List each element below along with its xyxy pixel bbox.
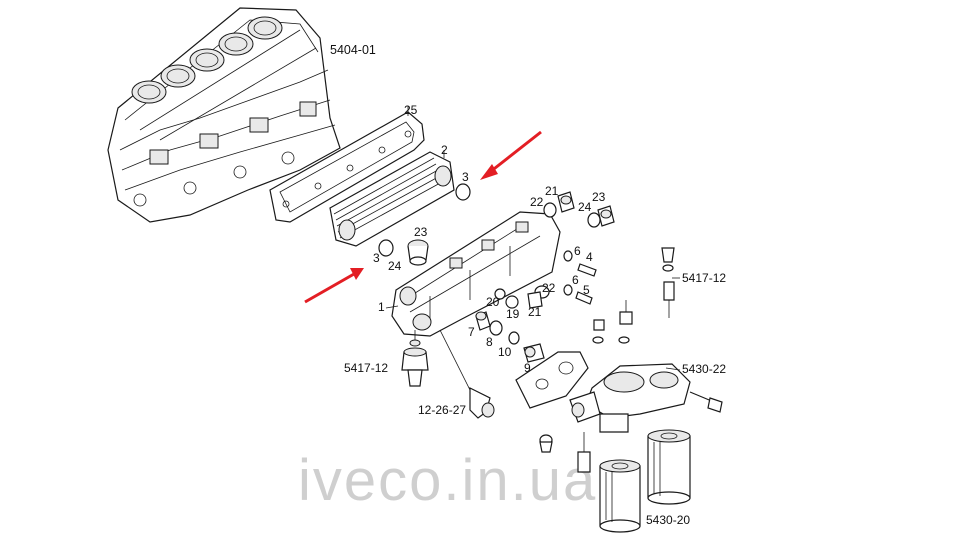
part-9 xyxy=(523,343,545,363)
sensor-right xyxy=(661,247,675,318)
gasket xyxy=(269,111,425,223)
part-10 xyxy=(508,331,520,345)
part-20 xyxy=(494,288,506,300)
callout-oring-top: 3 xyxy=(462,170,469,184)
bolt-long xyxy=(439,329,495,419)
sensor-left xyxy=(401,339,429,387)
callout-gasket: 25 xyxy=(404,103,418,117)
part-19 xyxy=(505,295,519,309)
head-bolt xyxy=(689,391,723,413)
callout-washer-24b: 24 xyxy=(388,259,402,273)
callout-plug-21a: 21 xyxy=(545,184,559,198)
callout-housing: 1 xyxy=(378,300,385,314)
callout-bolt-5: 5 xyxy=(583,283,590,297)
part-8 xyxy=(489,320,503,336)
callout-plug-21b: 21 xyxy=(528,305,542,319)
filter-head xyxy=(569,363,691,433)
watermark: iveco.in.ua xyxy=(298,448,597,513)
oil-cooler xyxy=(329,151,455,247)
callout-part-10: 10 xyxy=(498,345,512,359)
plug-21a xyxy=(557,191,575,213)
callout-washer-24a: 24 xyxy=(578,200,592,214)
engine-block xyxy=(107,7,341,223)
oring-top xyxy=(455,183,471,201)
callout-bolt-6b: 6 xyxy=(572,273,579,287)
oil-filter-2 xyxy=(647,429,691,505)
arrow-bottom xyxy=(304,268,364,304)
callout-cooler: 2 xyxy=(441,143,448,157)
callout-plug-23b: 23 xyxy=(414,225,428,239)
plug-left xyxy=(407,239,429,266)
callout-bolt-4: 4 xyxy=(586,250,593,264)
filter-gasket-plate xyxy=(515,351,589,409)
callout-bolts-group: 12-26-27 xyxy=(418,403,466,417)
oring-bottom xyxy=(378,239,394,257)
callout-washer-22b: 22 xyxy=(542,281,556,295)
washer-24a xyxy=(587,212,601,228)
oil-filter-housing xyxy=(391,211,561,337)
callout-part-7: 7 xyxy=(468,325,475,339)
callout-engine-block: 5404-01 xyxy=(330,43,376,57)
callout-part-19: 19 xyxy=(506,307,520,321)
washer-22a xyxy=(543,202,557,218)
callout-washer-22a: 22 xyxy=(530,195,544,209)
drain-plug xyxy=(539,434,553,453)
oil-filter-1 xyxy=(599,459,641,533)
callout-sensor-left: 5417-12 xyxy=(344,361,388,375)
callout-part-9: 9 xyxy=(524,361,531,375)
callout-filter: 5430-20 xyxy=(646,513,690,527)
callout-filter-head: 5430-22 xyxy=(682,362,726,376)
part-7 xyxy=(475,311,491,331)
bolts-right xyxy=(563,250,597,305)
callout-plug-23a: 23 xyxy=(592,190,606,204)
head-fittings xyxy=(592,300,633,344)
arrow-top xyxy=(480,130,542,180)
plug-23a xyxy=(597,205,615,227)
callout-oring-bottom: 3 xyxy=(373,251,380,265)
callout-part-8: 8 xyxy=(486,335,493,349)
plug-21b xyxy=(527,291,543,309)
callout-bolt-6a: 6 xyxy=(574,244,581,258)
callout-sensor-right: 5417-12 xyxy=(682,271,726,285)
drain-valve xyxy=(577,432,591,473)
callout-part-20: 20 xyxy=(486,295,500,309)
